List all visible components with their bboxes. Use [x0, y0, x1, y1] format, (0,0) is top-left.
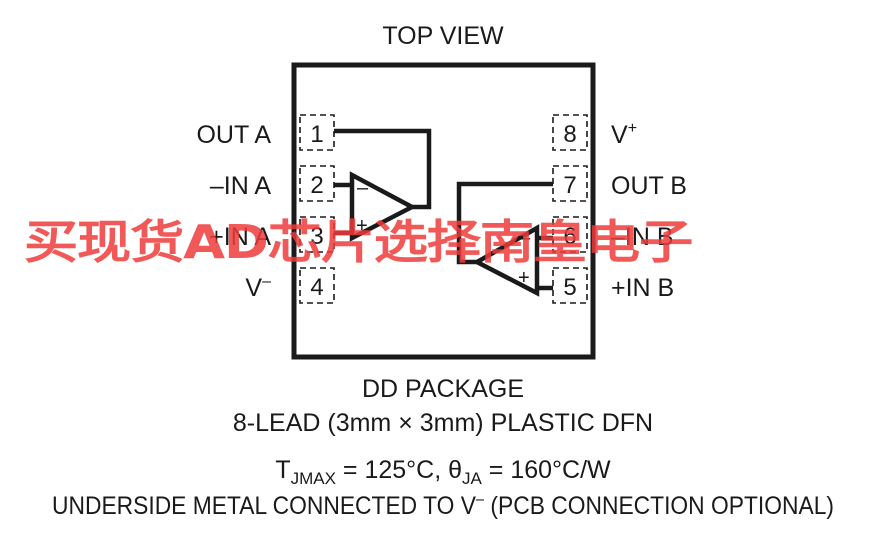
tj-subscript: JMAX	[291, 469, 336, 488]
theta-value: = 160°C/W	[482, 456, 611, 484]
pin-4-label-sup: –	[262, 273, 271, 290]
pin-5-number: 5	[563, 274, 576, 301]
pin-6-pad	[552, 216, 588, 253]
amplifier-a-triangle	[349, 171, 417, 242]
pin-8: 8 V+	[552, 114, 637, 151]
pin-4: 4 V–	[245, 267, 335, 304]
pin-6-number: 6	[563, 223, 576, 250]
pin-7-number: 7	[563, 172, 576, 199]
pin-3-label: +IN A	[209, 223, 271, 251]
pin-8-pad	[552, 114, 588, 151]
pin-4-label-main: V	[245, 274, 262, 302]
amplifier-a: – +	[334, 128, 432, 242]
package-name: DD PACKAGE	[362, 375, 524, 403]
pin-5-pad	[552, 267, 588, 304]
theta-subscript: JA	[462, 469, 483, 488]
top-view-title: TOP VIEW	[382, 22, 504, 50]
underside-note-sup: –	[476, 491, 484, 508]
pin-4-number: 4	[310, 274, 323, 301]
pin-6: 6 –IN B	[552, 216, 674, 253]
pin-4-label: V–	[245, 273, 271, 302]
pin-6-label: –IN B	[611, 223, 674, 251]
underside-note-main: UNDERSIDE METAL CONNECTED TO V	[52, 492, 476, 520]
pin-5: 5 +IN B	[552, 267, 674, 304]
pin-8-label-sup: +	[628, 120, 637, 137]
amplifier-b-minus: –	[519, 227, 531, 249]
pin-8-number: 8	[563, 121, 576, 148]
tj-symbol: T	[275, 456, 290, 484]
amplifier-b-triangle	[472, 224, 540, 297]
pin-2: 2 –IN A	[210, 165, 335, 202]
amplifier-a-minus: –	[357, 177, 369, 199]
pin-2-number: 2	[310, 172, 323, 199]
underside-note: UNDERSIDE METAL CONNECTED TO V– (PCB CON…	[52, 491, 834, 520]
package-outline	[291, 62, 596, 360]
thermal-specs: TJMAX = 125°C, θJA = 160°C/W	[275, 456, 611, 488]
theta-symbol: θ	[448, 456, 462, 484]
amplifier-b-output-wire	[456, 181, 553, 265]
pin-1: 1 OUT A	[196, 114, 335, 151]
amplifier-b-plus: +	[518, 267, 530, 289]
pin-7-label: OUT B	[611, 172, 687, 200]
pin-3-number: 3	[310, 223, 323, 250]
pin-3: 3 +IN A	[209, 216, 335, 253]
pin-7: 7 OUT B	[552, 165, 687, 202]
pin-8-label-main: V	[611, 121, 628, 149]
underside-note-tail: (PCB CONNECTION OPTIONAL)	[484, 492, 834, 520]
amplifier-b: – +	[456, 181, 553, 297]
pin-2-label: –IN A	[210, 172, 271, 200]
watermark-text: 买现货AD芯片选择南皇电子	[24, 215, 692, 269]
pin-8-label: V+	[611, 120, 637, 149]
pin-1-number: 1	[310, 121, 323, 148]
pin-5-label: +IN B	[611, 274, 674, 302]
pin-4-pad	[299, 267, 335, 304]
package-description: 8-LEAD (3mm × 3mm) PLASTIC DFN	[233, 409, 653, 437]
tj-value: = 125°C,	[336, 456, 448, 484]
amplifier-a-output-wire	[334, 128, 432, 210]
amplifier-a-plus: +	[356, 215, 368, 237]
pin-1-label: OUT A	[196, 121, 271, 149]
